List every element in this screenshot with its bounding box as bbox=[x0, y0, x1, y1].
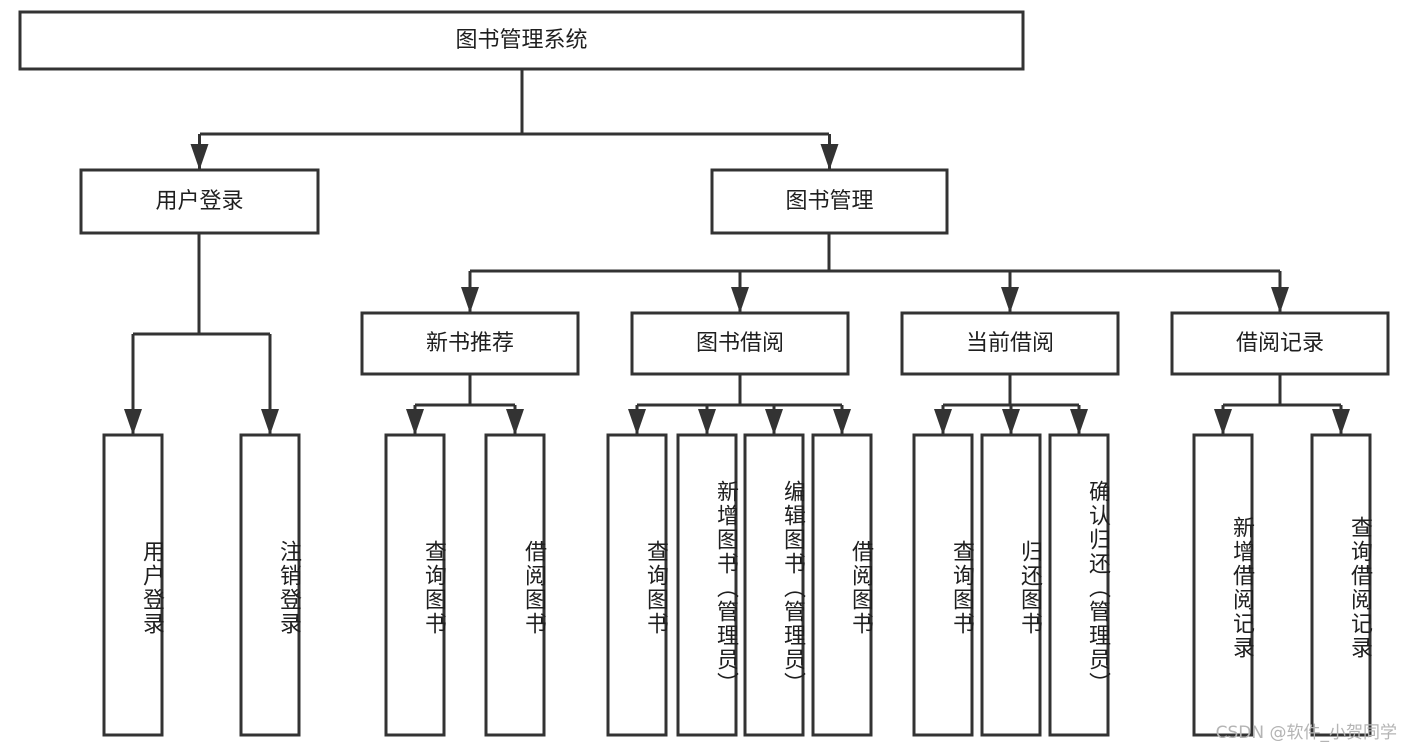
node-box-leaf-query-book-3[interactable] bbox=[912, 433, 974, 737]
node-box-leaf-borrow-book-1[interactable] bbox=[484, 433, 546, 737]
node-box-user-login[interactable] bbox=[79, 168, 320, 235]
node-box-leaf-edit-book[interactable] bbox=[743, 433, 805, 737]
connectors-layer bbox=[124, 69, 1350, 435]
node-box-current-borrow[interactable] bbox=[900, 311, 1120, 376]
arrow-head-icon bbox=[628, 409, 646, 435]
boxes-layer bbox=[18, 10, 1390, 737]
node-box-leaf-add-book[interactable] bbox=[676, 433, 738, 737]
arrow-head-icon bbox=[261, 409, 279, 435]
node-box-leaf-query-record[interactable] bbox=[1310, 433, 1372, 737]
arrow-head-icon bbox=[506, 409, 524, 435]
arrow-head-icon bbox=[1001, 287, 1019, 313]
arrow-head-icon bbox=[698, 409, 716, 435]
arrow-head-icon bbox=[833, 409, 851, 435]
node-box-root[interactable] bbox=[18, 10, 1025, 71]
node-box-leaf-query-book-1[interactable] bbox=[384, 433, 446, 737]
arrow-head-icon bbox=[934, 409, 952, 435]
node-box-leaf-query-book-2[interactable] bbox=[606, 433, 668, 737]
node-box-leaf-return-book[interactable] bbox=[980, 433, 1042, 737]
node-box-leaf-borrow-book-2[interactable] bbox=[811, 433, 873, 737]
node-box-leaf-user-logout[interactable] bbox=[239, 433, 301, 737]
node-box-leaf-user-login[interactable] bbox=[102, 433, 164, 737]
node-box-leaf-confirm-return[interactable] bbox=[1048, 433, 1110, 737]
node-box-book-manage[interactable] bbox=[710, 168, 949, 235]
arrow-head-icon bbox=[1271, 287, 1289, 313]
arrow-head-icon bbox=[820, 144, 839, 170]
node-box-book-borrow[interactable] bbox=[630, 311, 850, 376]
node-box-leaf-add-record[interactable] bbox=[1192, 433, 1254, 737]
arrow-head-icon bbox=[1332, 409, 1350, 435]
arrow-head-icon bbox=[731, 287, 749, 313]
arrow-head-icon bbox=[406, 409, 424, 435]
arrow-head-icon bbox=[124, 409, 142, 435]
watermark-text: CSDN @软件_小贺同学 bbox=[1215, 723, 1397, 743]
arrow-head-icon bbox=[190, 144, 209, 170]
arrow-head-icon bbox=[1214, 409, 1232, 435]
node-box-borrow-record[interactable] bbox=[1170, 311, 1390, 376]
node-box-new-book-recommend[interactable] bbox=[360, 311, 580, 376]
arrow-head-icon bbox=[1070, 409, 1088, 435]
arrow-head-icon bbox=[1002, 409, 1020, 435]
arrow-head-icon bbox=[461, 287, 479, 313]
arrow-head-icon bbox=[765, 409, 783, 435]
